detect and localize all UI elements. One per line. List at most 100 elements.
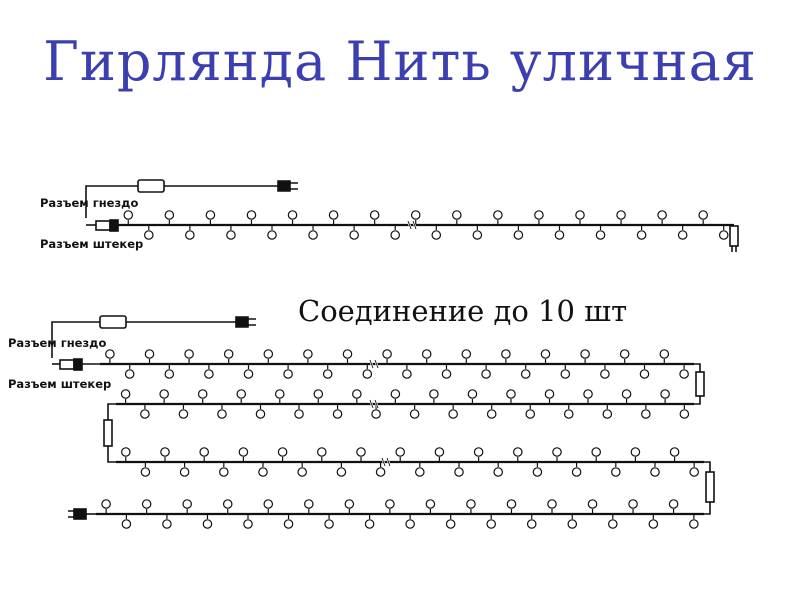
bulb xyxy=(402,369,412,379)
bulb xyxy=(105,349,115,359)
bulb xyxy=(641,409,651,419)
page-title: Гирлянда Нить уличная xyxy=(43,30,757,93)
bulb xyxy=(178,409,189,419)
bulb xyxy=(679,369,689,379)
bulb xyxy=(144,349,155,359)
wire-break-mark xyxy=(369,359,379,369)
bulb xyxy=(316,447,327,457)
bulb xyxy=(451,210,462,220)
plug-label-chain: Разъем штекер xyxy=(8,377,112,391)
bulb xyxy=(217,409,227,419)
bulb xyxy=(162,519,172,529)
bulb xyxy=(607,519,618,529)
bulb xyxy=(160,447,170,457)
bulb xyxy=(287,210,298,220)
bulb xyxy=(124,369,135,379)
bulb xyxy=(336,467,347,477)
bulb xyxy=(486,519,496,529)
bulb xyxy=(567,519,578,529)
bulb xyxy=(628,499,638,509)
connection-caption: Соединение до 10 шт xyxy=(298,294,628,328)
bulb xyxy=(659,349,670,359)
wire-break-mark xyxy=(381,457,391,467)
bulb xyxy=(621,389,632,399)
bulb xyxy=(512,447,523,457)
bulb xyxy=(630,447,641,457)
bulb-string-single xyxy=(118,210,734,240)
bulb xyxy=(344,499,355,509)
bulb xyxy=(369,210,380,220)
bulb xyxy=(332,409,343,419)
bulb xyxy=(222,499,233,509)
bulb xyxy=(669,447,680,457)
bulb xyxy=(283,519,294,529)
bulb xyxy=(520,369,531,379)
bulb xyxy=(636,230,647,240)
bulb xyxy=(580,349,590,359)
bulb xyxy=(540,349,551,359)
bulb xyxy=(223,349,234,359)
bulb xyxy=(639,369,650,379)
bulb xyxy=(140,409,150,419)
bulb xyxy=(342,349,353,359)
row-connector-1 xyxy=(694,363,705,405)
bulb xyxy=(554,230,565,240)
bulb xyxy=(409,409,420,419)
bulb xyxy=(182,499,192,509)
bulb xyxy=(434,447,445,457)
bulb xyxy=(679,409,690,419)
bulb xyxy=(375,467,386,477)
bulb xyxy=(101,499,111,509)
bulb xyxy=(610,467,621,477)
bulb xyxy=(602,409,613,419)
bulb xyxy=(668,499,679,509)
bulb xyxy=(199,447,209,457)
bulb xyxy=(238,447,249,457)
bulb xyxy=(303,499,314,509)
bulb xyxy=(486,409,497,419)
bulb xyxy=(657,210,667,220)
bulb xyxy=(205,210,216,220)
bulb xyxy=(513,230,524,240)
bulb xyxy=(219,467,229,477)
bulb xyxy=(595,230,606,240)
bulb xyxy=(534,210,544,220)
bulb xyxy=(243,519,253,529)
socket-label-single: Разъем гнездо xyxy=(40,196,139,210)
bulb xyxy=(243,369,254,379)
bulb xyxy=(349,230,359,240)
bulb-string-row-4 xyxy=(96,499,704,529)
bulb xyxy=(660,389,670,399)
bulb xyxy=(390,230,400,240)
bulb xyxy=(164,210,175,220)
wire-break-mark xyxy=(369,399,379,409)
bulb xyxy=(467,389,478,399)
bulb xyxy=(313,389,324,399)
bulb xyxy=(382,349,392,359)
bulb xyxy=(405,519,415,529)
power-cord-chain xyxy=(51,315,256,358)
bulb xyxy=(352,389,362,399)
bulb xyxy=(258,467,268,477)
bulb xyxy=(202,519,213,529)
bulb xyxy=(179,467,190,477)
row-connector-3 xyxy=(704,461,715,515)
bulb xyxy=(120,389,131,399)
bulb xyxy=(526,519,537,529)
bulb xyxy=(322,369,333,379)
bulb xyxy=(525,409,536,419)
bulb xyxy=(587,499,598,509)
bulb xyxy=(197,389,208,399)
wire-break-mark xyxy=(407,220,417,230)
bulb xyxy=(563,409,574,419)
bulb xyxy=(591,447,601,457)
bulb xyxy=(371,409,381,419)
bulb xyxy=(689,519,699,529)
bulb-string-row-2 xyxy=(116,389,694,419)
bulb xyxy=(532,467,543,477)
bulb xyxy=(277,447,288,457)
bulb xyxy=(448,409,458,419)
bulb xyxy=(164,369,175,379)
bulb xyxy=(324,519,334,529)
